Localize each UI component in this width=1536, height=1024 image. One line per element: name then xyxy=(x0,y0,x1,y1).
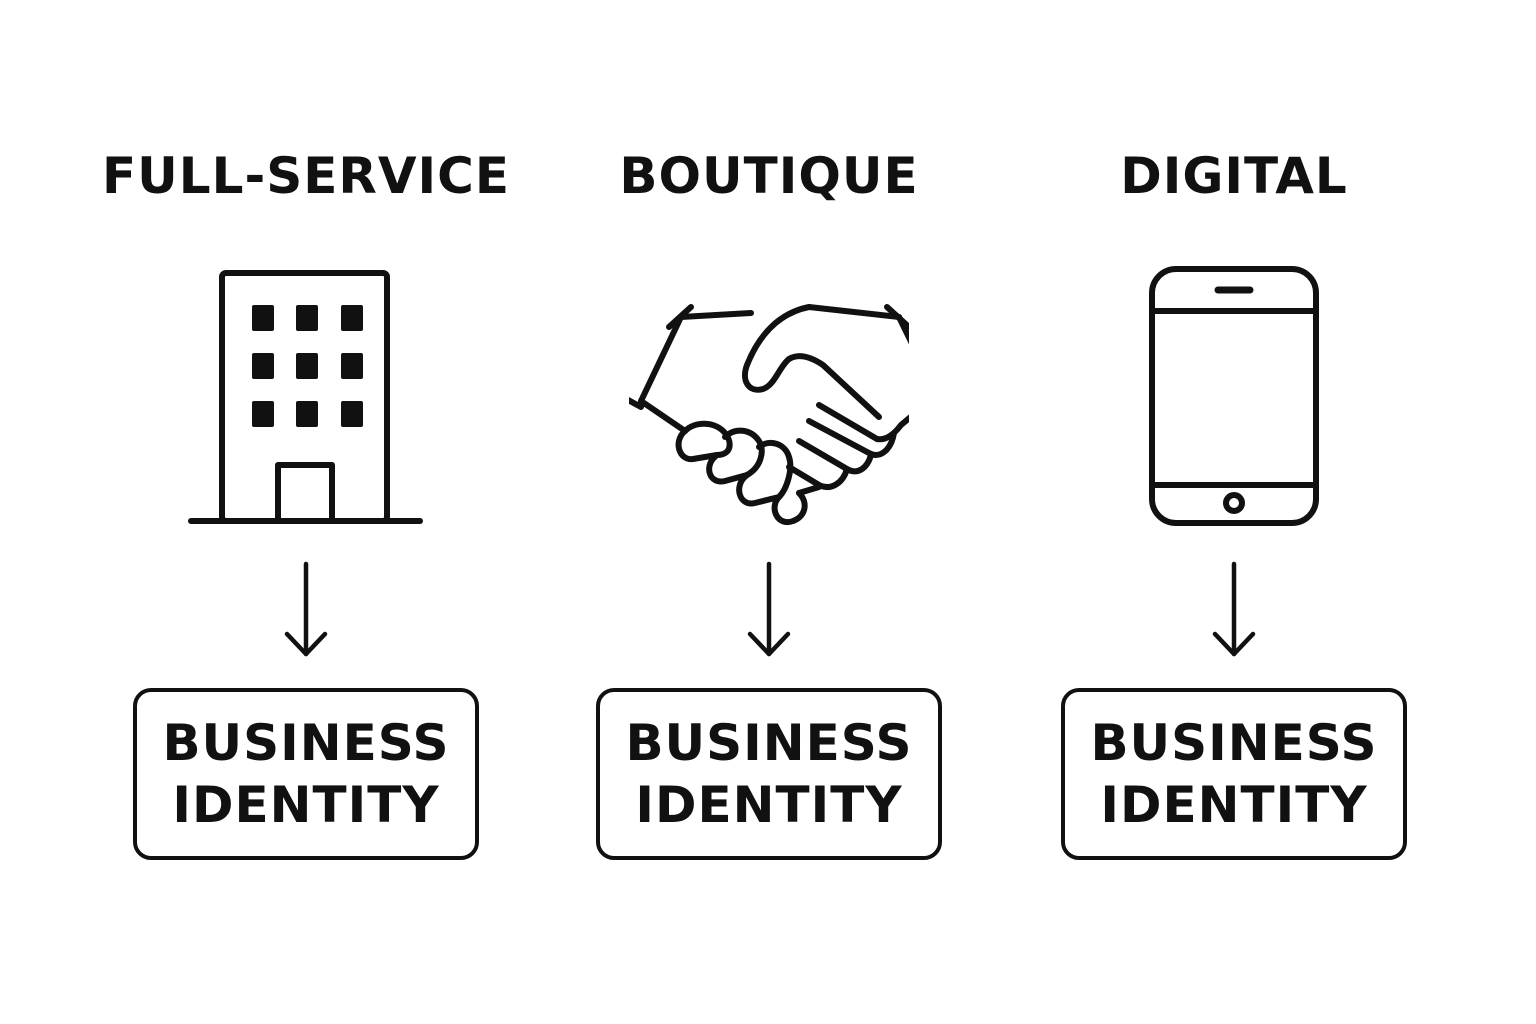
down-arrow-icon xyxy=(739,560,799,660)
business-identity-box: BUSINESS IDENTITY xyxy=(596,688,942,860)
smartphone-icon xyxy=(1094,255,1374,535)
column-digital: DIGITAL BUSINESS IDENTITY xyxy=(1024,0,1444,1024)
identity-line-2: IDENTITY xyxy=(172,776,440,834)
handshake-icon xyxy=(629,255,909,535)
down-arrow-icon xyxy=(1204,560,1264,660)
identity-line-1: BUSINESS xyxy=(162,714,450,772)
down-arrow-icon xyxy=(276,560,336,660)
identity-line-2: IDENTITY xyxy=(635,776,903,834)
identity-line-1: BUSINESS xyxy=(1090,714,1378,772)
identity-line-2: IDENTITY xyxy=(1100,776,1368,834)
office-building-icon xyxy=(166,255,446,535)
business-identity-box: BUSINESS IDENTITY xyxy=(1061,688,1407,860)
column-full-service: FULL-SERVICE xyxy=(96,0,516,1024)
column-title: DIGITAL xyxy=(1120,147,1348,205)
column-title: FULL-SERVICE xyxy=(101,147,511,205)
business-identity-box: BUSINESS IDENTITY xyxy=(133,688,479,860)
column-boutique: BOUTIQUE xyxy=(559,0,979,1024)
identity-line-1: BUSINESS xyxy=(625,714,913,772)
column-title: BOUTIQUE xyxy=(619,147,919,205)
